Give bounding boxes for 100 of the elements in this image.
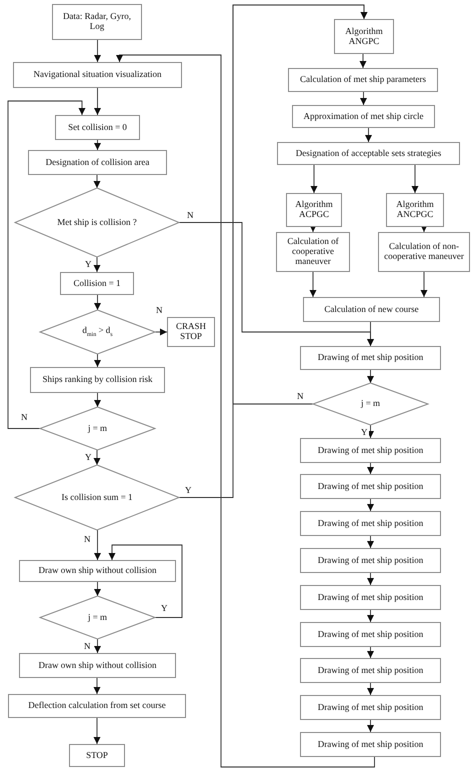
arrow — [367, 424, 374, 438]
node-label: Collision = 1 — [72, 278, 122, 288]
process-box — [300, 622, 441, 647]
process-box — [300, 346, 441, 370]
node-label: Drawing of met ship position — [316, 630, 424, 640]
process-box — [378, 232, 470, 272]
arrow — [310, 225, 316, 232]
arrow — [367, 536, 374, 548]
process-box — [300, 474, 441, 499]
arrow — [154, 328, 168, 336]
arrow — [94, 530, 101, 560]
arrow — [412, 164, 418, 194]
node-label: Deflection calculation from set course — [27, 701, 167, 711]
edge-label: Y — [360, 428, 368, 437]
node-label: Ships ranking by collision risk — [42, 375, 154, 385]
process-box — [300, 732, 441, 757]
node-label: Drawing of met ship position — [316, 556, 424, 566]
edge-label: Y — [160, 604, 168, 613]
node-label: Drawing of met ship position — [316, 666, 424, 676]
arrow — [367, 370, 374, 384]
process-box — [55, 115, 140, 140]
arrow — [94, 678, 100, 694]
arrow — [94, 638, 101, 654]
process-box — [19, 560, 176, 582]
decision-diamond — [40, 310, 155, 354]
node-label: j = m — [360, 399, 382, 409]
node-label: Designation of collision area — [44, 158, 150, 168]
terminal-box — [69, 744, 125, 767]
arrow — [94, 140, 101, 150]
arrow — [116, 54, 375, 768]
arrow — [367, 322, 374, 346]
arrow — [232, 4, 368, 404]
process-box — [292, 105, 435, 128]
node-label: Designation of acceptable sets strategies — [294, 148, 442, 158]
arrow — [94, 392, 101, 408]
arrow — [94, 40, 101, 62]
process-box — [60, 272, 134, 295]
arrow — [8, 100, 86, 429]
edge-label: Y — [84, 260, 92, 269]
arrow — [94, 256, 100, 272]
arrow — [94, 88, 101, 116]
arrow — [94, 582, 101, 596]
node-label: Drawing of met ship position — [316, 518, 424, 528]
node-label: Drawing of met ship position — [316, 740, 424, 750]
arrow — [94, 718, 100, 744]
node-label: Calculation of cooperative maneuver — [286, 237, 340, 267]
node-label: STOP — [85, 750, 109, 760]
process-box — [300, 548, 441, 573]
node-label: d$_{min}$ > d$_{s}$ — [81, 326, 114, 338]
process-box — [300, 695, 441, 720]
arrow — [367, 682, 374, 696]
arrow — [94, 450, 100, 466]
arrow — [94, 174, 100, 188]
node-label: Drawing of met ship position — [316, 446, 424, 456]
process-box — [334, 19, 394, 54]
process-box — [386, 193, 444, 227]
process-box — [288, 68, 438, 92]
arrow — [310, 164, 318, 194]
node-label: Navigational situation visualization — [32, 70, 162, 80]
process-box — [19, 653, 176, 678]
node-label: j = m — [86, 424, 108, 434]
arrow — [367, 610, 374, 622]
node-label: Is collision sum = 1 — [60, 492, 134, 502]
edge-label: N — [20, 413, 28, 422]
decision-diamond — [40, 596, 155, 639]
decision-diamond — [40, 407, 155, 450]
node-label: Algorithm ACPGC — [294, 200, 334, 220]
edge-label: N — [83, 642, 92, 651]
edge-label: Y — [184, 486, 192, 495]
node-label: Drawing of met ship position — [316, 482, 424, 492]
node-label: Drawing of met ship position — [316, 702, 424, 712]
process-box — [300, 511, 441, 536]
node-label: Set collision = 0 — [67, 122, 128, 132]
arrow — [420, 225, 428, 232]
node-label: CRASH STOP — [174, 322, 207, 342]
node-label: Calculation of non-cooperative maneuver — [383, 242, 465, 262]
edge-label: N — [186, 211, 194, 220]
edge-label: N — [83, 535, 92, 544]
arrow — [94, 354, 101, 368]
edge-label: Y — [84, 453, 92, 462]
node-label: j = m — [86, 612, 108, 622]
arrow — [365, 128, 372, 142]
edge-label: N — [155, 306, 164, 315]
node-label: Calculation of new course — [323, 304, 420, 314]
arrow — [367, 572, 374, 586]
node-label: Drawing of met ship position — [316, 353, 424, 363]
process-box — [276, 232, 350, 272]
node-label: Algorithm ANGPC — [344, 26, 384, 46]
node-label: Data: Radar, Gyro, Log — [62, 12, 132, 32]
decision-diamond — [15, 188, 179, 257]
arrow — [367, 646, 374, 658]
process-box — [8, 694, 186, 718]
node-label: Draw own ship without collision — [38, 566, 158, 576]
arrow — [367, 462, 374, 474]
process-box — [303, 297, 440, 322]
process-box — [28, 150, 167, 175]
arrow — [360, 54, 366, 68]
arrow — [94, 294, 101, 310]
process-box — [300, 438, 441, 463]
edge-label: N — [296, 392, 304, 401]
